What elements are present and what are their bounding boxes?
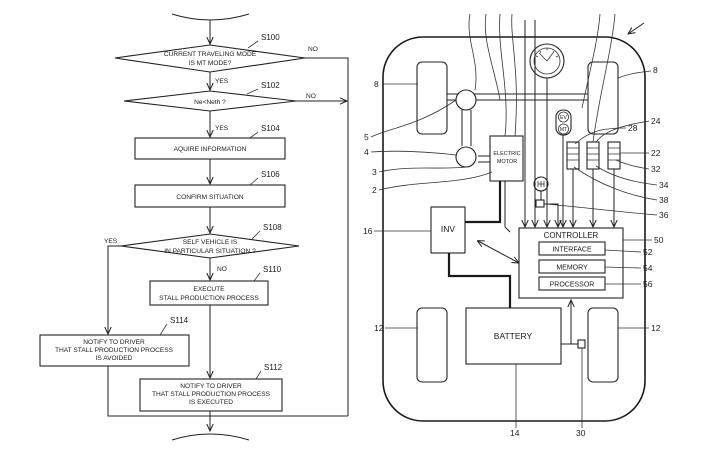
battery-label: BATTERY bbox=[494, 331, 533, 341]
s102-step-label: S102 bbox=[261, 81, 280, 90]
s104-text: AQUIRE INFORMATION bbox=[174, 146, 247, 153]
wheel-front-right bbox=[587, 61, 619, 135]
processor-label: PROCESSOR bbox=[550, 282, 595, 289]
s102-yes-label: YES bbox=[215, 125, 229, 132]
ref-2: 2 bbox=[372, 185, 377, 195]
ref-16: 16 bbox=[363, 226, 373, 236]
ref-52: 52 bbox=[643, 247, 653, 257]
differential bbox=[455, 89, 477, 111]
inverter-label: INV bbox=[441, 224, 456, 234]
ref-32: 32 bbox=[651, 164, 661, 174]
ref-56: 56 bbox=[643, 279, 653, 289]
s108-line-1: SELF VEHICLE IS bbox=[183, 239, 238, 246]
pedal-sensors bbox=[566, 141, 621, 170]
s112-line-1: NOTIFY TO DRIVER bbox=[180, 383, 242, 390]
s100-line-1: CURRENT TRAVELING MODE bbox=[164, 51, 257, 58]
memory-box bbox=[538, 259, 606, 274]
s108-yes-label: YES bbox=[104, 238, 118, 245]
figure-arrow bbox=[628, 22, 645, 34]
ref-8-left: 8 bbox=[374, 79, 379, 89]
ref-54: 54 bbox=[643, 263, 653, 273]
s100-no-label: NO bbox=[308, 46, 318, 53]
process-s106: CONFIRM SITUATION S106 bbox=[134, 170, 286, 208]
battery-box bbox=[465, 307, 562, 365]
drive-axle bbox=[446, 93, 589, 163]
ref-22: 22 bbox=[651, 148, 661, 158]
s114-line-3: IS AVOIDED bbox=[96, 355, 133, 362]
ref-4: 4 bbox=[364, 147, 369, 157]
controller: CONTROLLER INTERFACE MEMORY PROCESSOR bbox=[518, 227, 624, 299]
process-s114: NOTIFY TO DRIVER THAT STALL PRODUCTION P… bbox=[39, 316, 190, 367]
sensor-wiring bbox=[468, 13, 616, 143]
s106-text: CONFIRM SITUATION bbox=[176, 194, 244, 201]
shift-lever bbox=[533, 176, 549, 208]
ref-14: 14 bbox=[510, 428, 520, 438]
wheel-rear-left bbox=[416, 307, 448, 383]
s100-yes-label: YES bbox=[215, 78, 229, 85]
power-cable bbox=[447, 181, 512, 308]
wheel-rear-right bbox=[587, 307, 619, 383]
s110-line-1: EXECUTE bbox=[193, 286, 225, 293]
interface-box bbox=[538, 241, 606, 256]
wheel-front-left bbox=[416, 61, 448, 135]
electric-motor-label-2: MOTOR bbox=[497, 159, 517, 165]
decision-s102: Ne<Neth ? S102 bbox=[123, 81, 297, 112]
ref-34: 34 bbox=[659, 180, 669, 190]
reference-numerals: 8 8 5 4 3 2 16 12 12 14 30 28 24 bbox=[363, 65, 669, 438]
transmission bbox=[455, 146, 477, 168]
s112-step-label: S112 bbox=[264, 363, 283, 372]
s108-line-2: IN PARTICULAR SITUATION ? bbox=[164, 248, 256, 255]
vehicle-body bbox=[382, 36, 646, 422]
s108-step-label: S108 bbox=[263, 223, 282, 232]
s106-step-label: S106 bbox=[261, 170, 280, 179]
s114-step-label: S114 bbox=[170, 316, 189, 325]
ref-3: 3 bbox=[372, 167, 377, 177]
ref-12-right: 12 bbox=[651, 323, 661, 333]
decision-s108: SELF VEHICLE IS IN PARTICULAR SITUATION … bbox=[120, 223, 300, 259]
ref-30: 30 bbox=[576, 428, 586, 438]
controller-label: CONTROLLER bbox=[544, 231, 599, 240]
s102-text: Ne<Neth ? bbox=[194, 99, 226, 106]
s110-step-label: S110 bbox=[263, 265, 282, 274]
memory-label: MEMORY bbox=[556, 265, 588, 272]
s104-step-label: S104 bbox=[261, 124, 280, 133]
ref-50: 50 bbox=[654, 235, 664, 245]
interface-label: INTERFACE bbox=[552, 247, 592, 254]
ref-38: 38 bbox=[659, 195, 669, 205]
vehicle-diagram: ELECTRIC MOTOR EV MT bbox=[363, 13, 669, 438]
flowchart: CURRENT TRAVELING MODE IS MT MODE? S100 … bbox=[39, 13, 349, 441]
process-s112: NOTIFY TO DRIVER THAT STALL PRODUCTION P… bbox=[139, 363, 283, 412]
battery-sensor bbox=[561, 300, 586, 349]
processor-box bbox=[538, 276, 606, 291]
inverter-box bbox=[430, 206, 466, 254]
mt-label: MT bbox=[560, 127, 567, 133]
s110-line-2: STALL PRODUCTION PROCESS bbox=[159, 295, 259, 302]
ref-36: 36 bbox=[659, 210, 669, 220]
ref-28: 28 bbox=[628, 123, 638, 133]
s100-step-label: S100 bbox=[261, 33, 280, 42]
signal-wires bbox=[504, 20, 614, 233]
s102-no-label: NO bbox=[306, 93, 316, 100]
electric-motor-box bbox=[489, 135, 524, 182]
process-s110: EXECUTE STALL PRODUCTION PROCESS S110 bbox=[149, 265, 282, 306]
start-terminal bbox=[171, 13, 250, 21]
ev-label: EV bbox=[560, 115, 567, 121]
s114-line-1: NOTIFY TO DRIVER bbox=[83, 339, 145, 346]
s100-line-2: IS MT MODE? bbox=[189, 60, 232, 67]
ref-5: 5 bbox=[364, 132, 369, 142]
s114-line-2: THAT STALL PRODUCTION PROCESS bbox=[55, 347, 174, 354]
ref-8-right: 8 bbox=[653, 65, 658, 75]
electric-motor-label-1: ELECTRIC bbox=[493, 151, 520, 157]
inv-controller-link bbox=[478, 241, 519, 263]
s112-line-2: THAT STALL PRODUCTION PROCESS bbox=[152, 391, 271, 398]
s108-no-label: NO bbox=[217, 266, 227, 273]
process-s104: AQUIRE INFORMATION S104 bbox=[134, 124, 286, 160]
end-terminal bbox=[171, 433, 250, 441]
ref-24: 24 bbox=[651, 116, 661, 126]
mode-indicator: EV MT bbox=[555, 109, 572, 136]
s112-line-3: IS EXECUTED bbox=[189, 399, 233, 406]
ref-12-left: 12 bbox=[374, 323, 384, 333]
